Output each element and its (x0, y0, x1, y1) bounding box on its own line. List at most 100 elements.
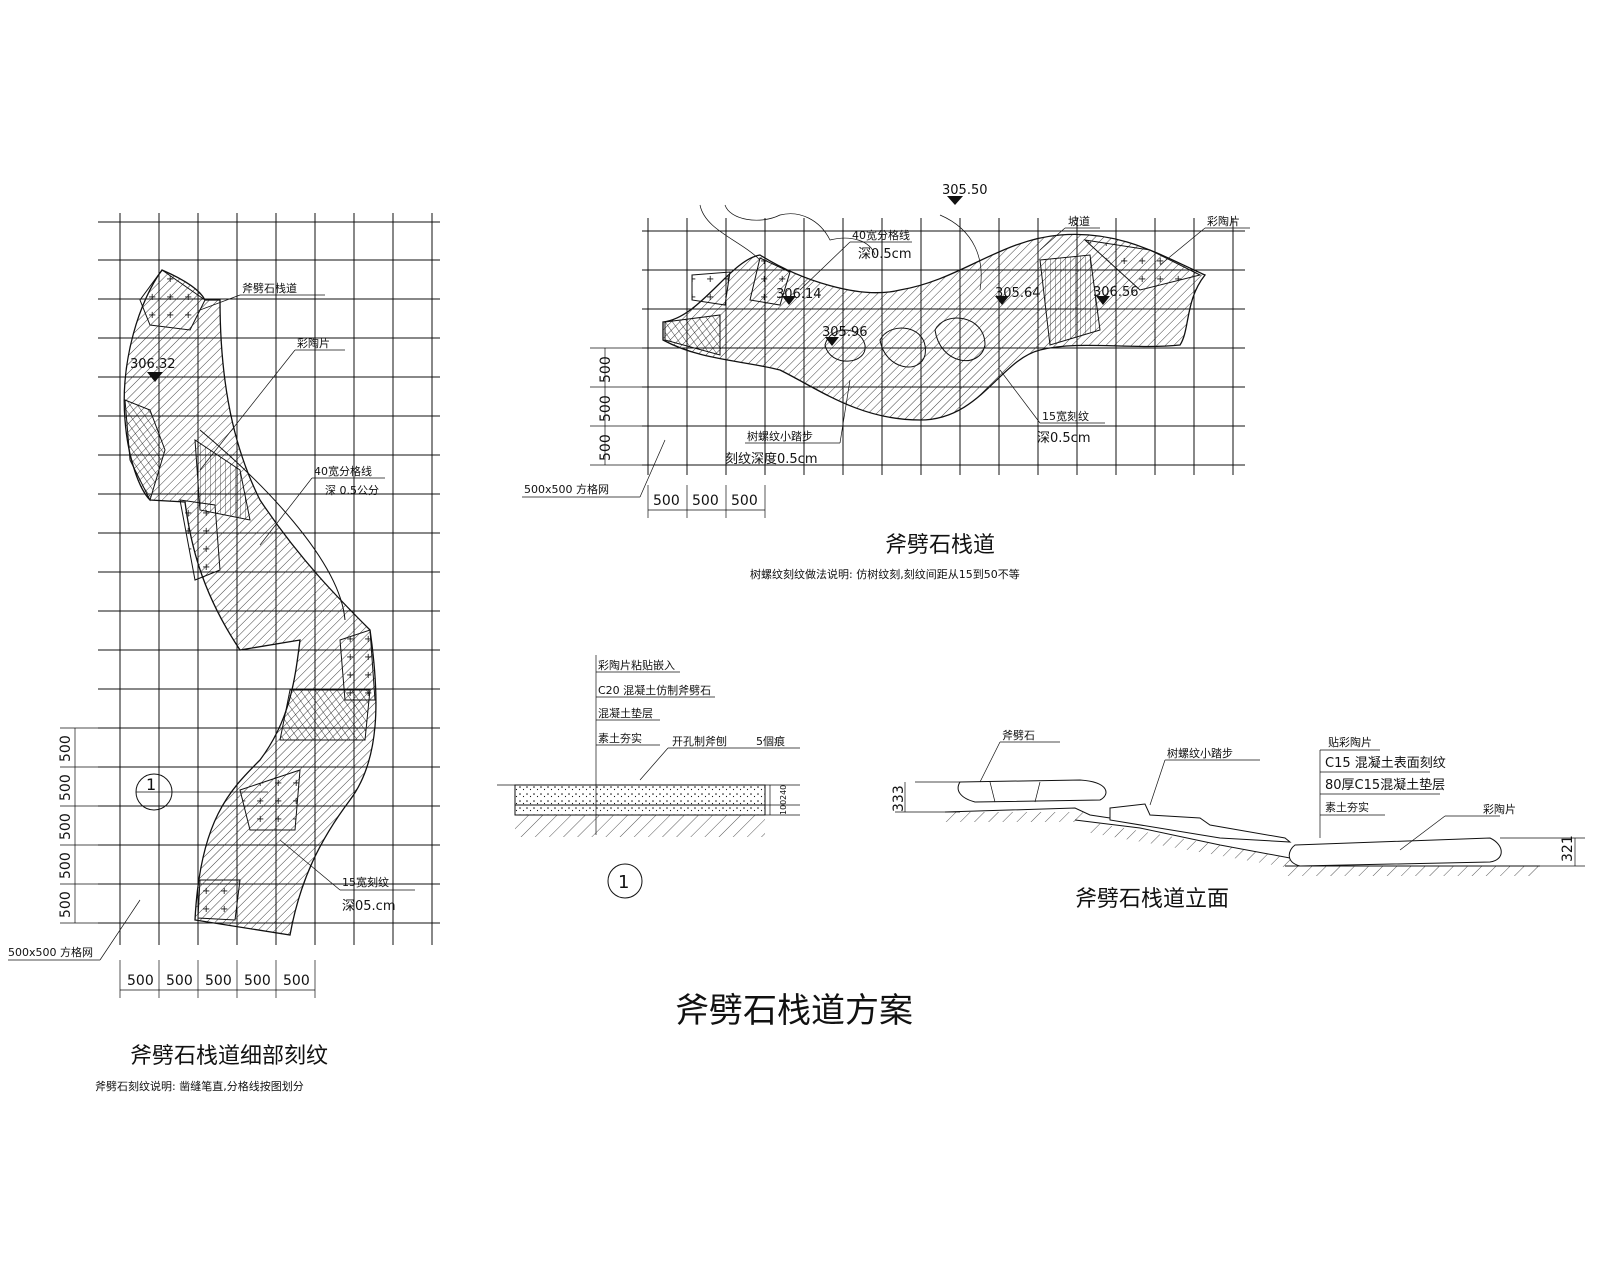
plan-tree-outline-a (699, 204, 761, 261)
detail-stone-panel-d (194, 439, 251, 521)
detail-note: 斧劈石刻纹说明: 凿缝笔直,分格线按图划分 (95, 1079, 304, 1093)
plan-elevation-1: 305.50 (942, 183, 988, 198)
elev-layer-1: 贴彩陶片 (1328, 735, 1372, 749)
section-marker (607, 863, 643, 899)
elevation-title: 斧劈石栈道立面 (1075, 887, 1229, 912)
plan-elevation-3: 305.96 (822, 325, 868, 340)
plan-ring-steps-a (824, 329, 866, 362)
plan-dims-x: 500 500 500 (647, 485, 766, 518)
detail-dims-y: 500 500 500 500 500 (58, 727, 120, 924)
plan-label-groove-depth: 深0.5cm (1037, 431, 1091, 446)
detail-label-groove-depth: 深05.cm (342, 899, 396, 914)
plan-label-joint-depth: 深0.5cm (858, 247, 912, 262)
detail-label-groove: 15宽刻纹 (342, 875, 389, 889)
plan-dim-y-1: 500 (598, 356, 614, 383)
plan-elevation-5: 306.56 (1093, 285, 1139, 300)
elev-ground-mid (1074, 819, 1291, 859)
plan-grid-label: 500x500 方格网 (524, 482, 609, 496)
elev-ground-right-hatch (1285, 866, 1540, 876)
section-soil (515, 815, 765, 837)
plan-note: 树螺纹刻纹做法说明: 仿树纹刻,刻纹间距从15到50不等 (750, 567, 1020, 581)
detail-stone-panel-b (139, 269, 206, 331)
section-layer-1: 彩陶片粘贴嵌入 (598, 658, 675, 672)
detail-elevation-value: 306.32 (130, 357, 176, 372)
section-depth-note: 5個痕 (756, 734, 785, 748)
plan-dims-y: 500 500 500 (590, 347, 648, 466)
detail-plan: 306.32 斧劈石栈道 彩陶片 40宽分格线 深 0.5公分 15宽刻纹 深0… (8, 213, 440, 1093)
elev-steps (1109, 803, 1292, 843)
detail-dim-x-5: 500 (283, 973, 310, 989)
detail-divider-line (199, 429, 346, 621)
detail-stone-panel-a (124, 399, 166, 502)
detail-dim-x-3: 500 (205, 973, 232, 989)
detail-grid-label: 500x500 方格网 (8, 945, 93, 959)
plan-label-slope: 坡道 (1068, 214, 1090, 228)
plan-dim-y-2: 500 (598, 395, 614, 422)
elev-stone-left (957, 779, 1107, 803)
plan-dim-x-1: 500 (653, 493, 680, 509)
detail-dim-y-3: 500 (58, 813, 74, 840)
plan-tree-outline-b (724, 204, 876, 256)
detail-title: 斧劈石栈道细部刻纹 (130, 1044, 328, 1069)
section-layer-3: 混凝土垫层 (598, 706, 653, 720)
detail-dim-x-1: 500 (127, 973, 154, 989)
plan-stone-panel-a (691, 271, 731, 306)
main-title: 斧劈石栈道方案 (675, 991, 913, 1031)
plan-dim-x-2: 500 (692, 493, 719, 509)
plan-label-groove: 15宽刻纹 (1042, 409, 1089, 423)
section-dim-1: 100 (779, 800, 788, 815)
plan-dim-y-3: 500 (598, 434, 614, 461)
plan-elevation-marker-3 (825, 337, 839, 346)
elev-layer-2: C15 混凝土表面刻纹 (1325, 755, 1446, 771)
detail-label-tile: 彩陶片 (297, 336, 330, 350)
elev-stone-right (1288, 837, 1502, 867)
elev-stone-left-detail (989, 781, 1041, 803)
plan-elevation-marker-4 (995, 296, 1009, 305)
plan-elevation-2: 306.14 (776, 287, 822, 302)
detail-elevation-marker (147, 372, 163, 382)
plan-stone-panel-d (664, 314, 721, 356)
elev-dim-right: 321 (1560, 835, 1576, 862)
elev-label-tile: 彩陶片 (1483, 802, 1516, 816)
section-slab (514, 784, 766, 806)
detail-label-joint-depth: 深 0.5公分 (325, 484, 379, 497)
detail-label-path: 斧劈石栈道 (242, 281, 297, 295)
plan-label-steps: 树螺纹小踏步 (747, 429, 813, 443)
detail-dim-y-1: 500 (58, 735, 74, 762)
section-base (514, 804, 766, 816)
plan-label-steps-depth: 刻纹深度0.5cm (725, 451, 818, 467)
section-marker-number: 1 (618, 872, 629, 893)
elev-ground-mid-hatch (1085, 822, 1290, 868)
detail-stone-panel-f (239, 769, 301, 831)
plan-stone-panel-b (749, 257, 791, 306)
plan-elevation-marker-top (947, 196, 963, 205)
elev-dim-left: 333 (891, 785, 907, 812)
detail-stone-panel-e (339, 629, 376, 701)
plan-label-joint: 40宽分格线 (852, 228, 910, 242)
plan-ring-steps-c (934, 317, 986, 361)
detail-dim-y-4: 500 (58, 852, 74, 879)
plan-elevation-marker-2 (782, 296, 796, 305)
plan-elevation-marker-5 (1096, 296, 1110, 305)
section-view: 彩陶片粘贴嵌入 C20 混凝土仿制斧劈石 混凝土垫层 素土夯实 开孔制斧刨 5個… (497, 655, 800, 899)
detail-dim-y-5: 500 (58, 891, 74, 918)
detail-dims-x: 500 500 500 500 500 (119, 960, 316, 998)
detail-dim-y-2: 500 (58, 774, 74, 801)
section-layer-4: 素土夯实 (598, 731, 642, 745)
detail-dim-x-4: 500 (244, 973, 271, 989)
detail-path-stone (123, 269, 377, 936)
plan-ring-steps-b (879, 327, 926, 368)
section-layer-2: C20 混凝土仿制斧劈石 (598, 683, 711, 697)
elevation-view: 333 321 斧劈石 树螺纹小踏步 贴彩陶片 C15 混凝土表面刻纹 80厚C… (891, 728, 1585, 912)
elev-label-stone: 斧劈石 (1002, 728, 1035, 742)
elev-ground-left-hatch (945, 812, 1085, 822)
elev-ground-left (944, 807, 1111, 819)
plan-dim-x-3: 500 (731, 493, 758, 509)
elev-layer-3: 80厚C15混凝土垫层 (1325, 777, 1445, 793)
detail-stone-panel-h (279, 689, 371, 741)
plan-elevation-4: 305.64 (995, 286, 1041, 301)
plan-stone-panel-e (1039, 254, 1101, 346)
detail-stone-panel-g (197, 879, 241, 921)
plan-stone-panel-c (1083, 239, 1202, 291)
